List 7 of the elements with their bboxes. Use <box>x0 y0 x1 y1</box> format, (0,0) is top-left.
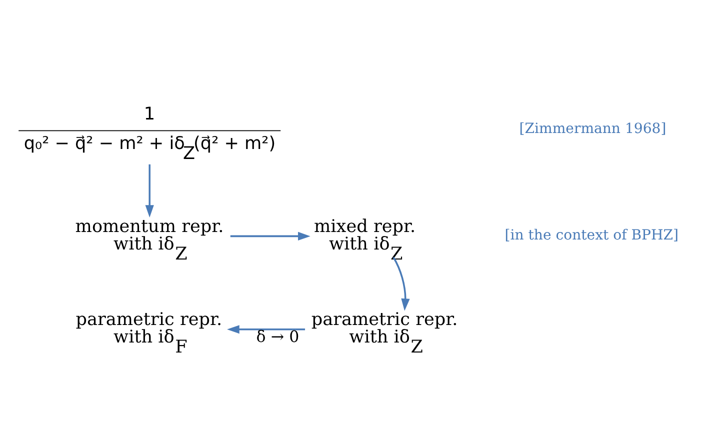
arrow <box>227 324 306 334</box>
edge-label: δ → 0 <box>256 326 300 346</box>
arrow <box>230 231 310 240</box>
label: [Zimmermann 1968] <box>519 120 666 137</box>
label: [in the context of BPHZ] <box>504 227 678 244</box>
arrow <box>145 164 154 217</box>
arrow <box>392 256 410 310</box>
